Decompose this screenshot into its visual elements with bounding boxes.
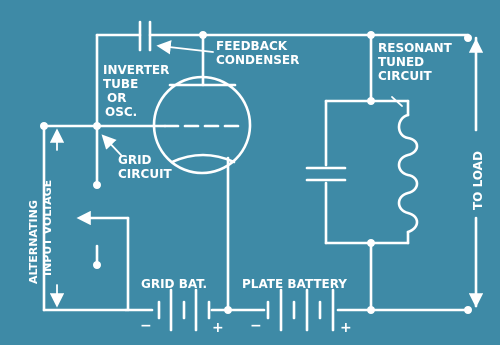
grid-circuit-label-line2: CIRCUIT — [118, 167, 173, 181]
resonant-label-line1: RESONANT — [378, 41, 453, 55]
resonant-tank-circuit — [305, 33, 419, 312]
plate-bat-plus-sign: + — [340, 320, 352, 336]
plate-battery-label: PLATE BATTERY — [242, 277, 347, 291]
plate-bat-minus-sign: − — [250, 318, 262, 334]
feedback-label-line1: FEEDBACK — [216, 39, 288, 53]
input-voltage-label-line1: ALTERNATING — [27, 200, 40, 284]
inverter-label-line4: OSC. — [105, 105, 137, 119]
feedback-label-line2: CONDENSER — [216, 53, 299, 67]
grid-bat-plus-sign: + — [212, 320, 224, 336]
inverter-label-line1: INVERTER — [103, 63, 169, 77]
feedback-pointer-arrow — [156, 40, 214, 55]
inverter-label-line2: TUBE — [103, 77, 138, 91]
input-terminals — [42, 124, 130, 312]
grid-battery-symbol — [124, 288, 266, 332]
grid-battery-label: GRID BAT. — [141, 277, 207, 291]
inverter-label-line3: OR — [107, 91, 126, 105]
grid-circuit-label-line1: GRID — [118, 153, 152, 167]
resonant-label-line3: CIRCUIT — [378, 69, 433, 83]
plate-battery-symbol — [266, 288, 470, 332]
grid-circuit-pointer — [101, 134, 122, 156]
to-load-label: TO LOAD — [471, 151, 485, 210]
tank-pointer — [391, 96, 403, 107]
grid-bat-minus-sign: − — [140, 318, 152, 334]
resonant-label-line2: TUNED — [378, 55, 424, 69]
input-voltage-label-line2: INPUT VOLTAGE — [41, 180, 54, 276]
